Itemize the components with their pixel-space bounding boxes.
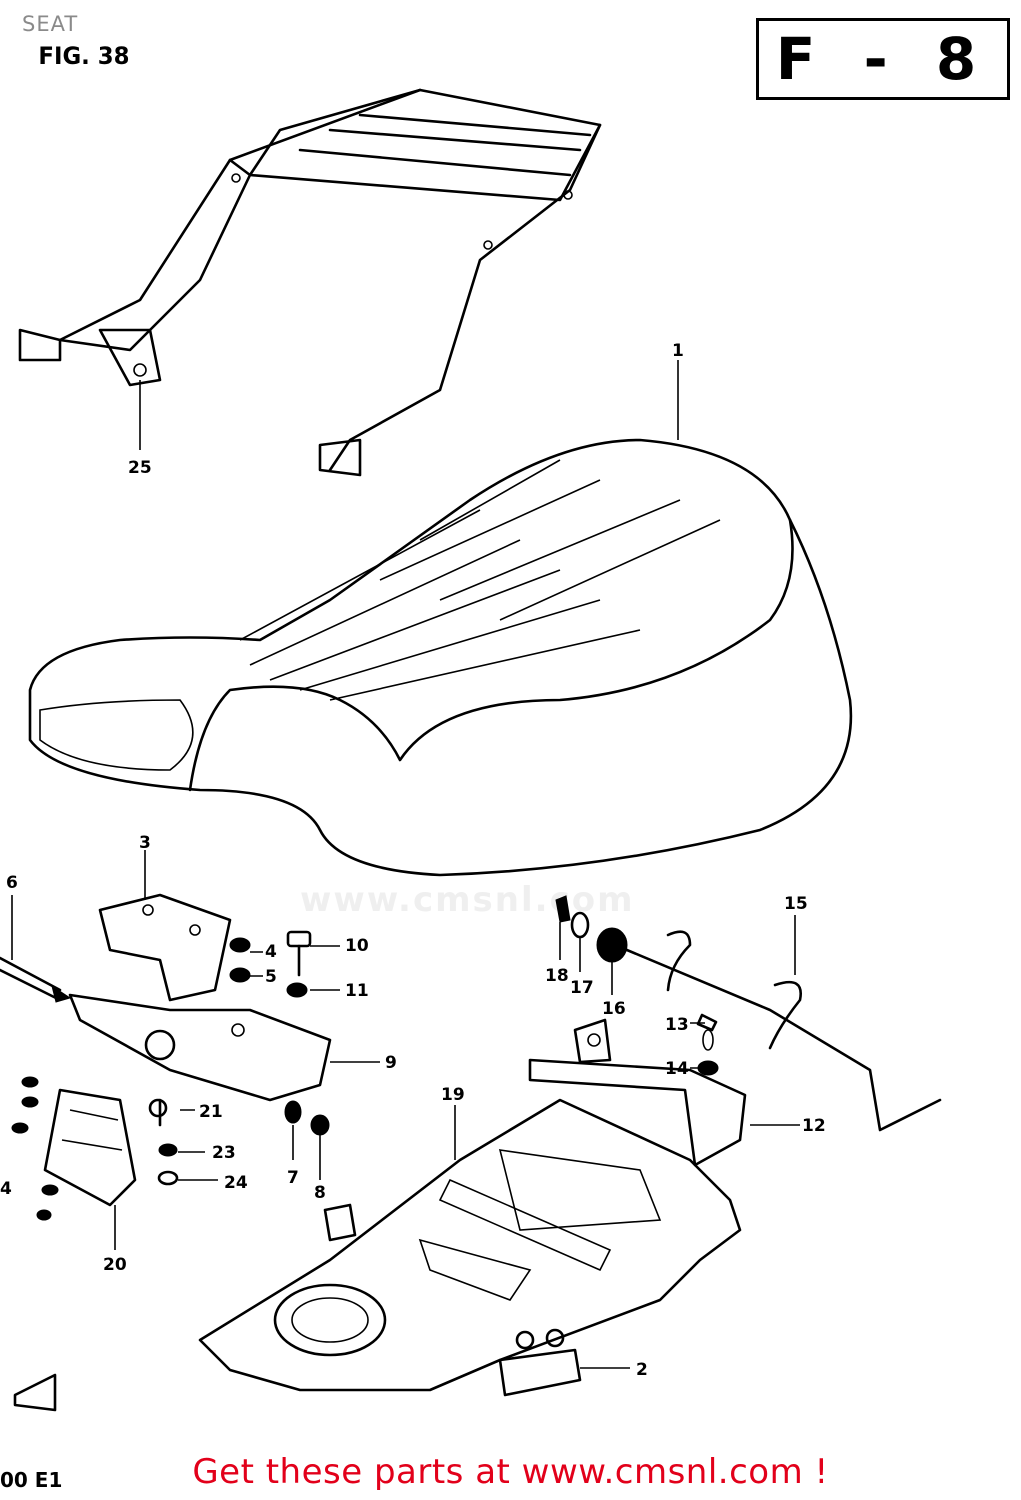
callout-23: 23: [212, 1143, 236, 1163]
seat-assembly[interactable]: [28, 438, 853, 877]
lock-lever[interactable]: [555, 895, 942, 1132]
leader-lines: [11, 360, 800, 1369]
callout-14: 14: [665, 1059, 689, 1079]
callout-15: 15: [784, 894, 808, 914]
callout-3: 3: [139, 833, 151, 853]
callout-17: 17: [570, 978, 594, 998]
front-arrow-icon: [13, 1373, 57, 1412]
hinge-plate[interactable]: [68, 993, 332, 1102]
callout-8: 8: [314, 1183, 326, 1203]
callout-9: 9: [385, 1053, 397, 1073]
section-code-box: F - 8: [756, 18, 1010, 100]
callout-12: 12: [802, 1116, 826, 1136]
callout-19: 19: [441, 1085, 465, 1105]
callout-13: 13: [665, 1015, 689, 1035]
front-bracket[interactable]: [98, 893, 232, 1002]
page-title: SEAT: [22, 12, 79, 36]
figure-number: FIG. 38: [38, 42, 130, 70]
callout-21: 21: [199, 1102, 223, 1122]
luggage-rack[interactable]: [18, 88, 602, 477]
callout-20: 20: [103, 1255, 127, 1275]
seat-base-pan[interactable]: [198, 1098, 742, 1392]
callout-2: 2: [636, 1360, 648, 1380]
callout-6: 6: [6, 873, 18, 893]
callout-11: 11: [345, 981, 369, 1001]
callout-25: 25: [128, 458, 152, 478]
callout-4-edge: 4: [0, 1179, 12, 1199]
footer-link[interactable]: Get these parts at www.cmsnl.com !: [192, 1452, 829, 1492]
callout-5: 5: [265, 967, 277, 987]
lock-plate[interactable]: [528, 1018, 747, 1167]
callout-numbers: 1 2 3 4 5 6 7 8 9 10 11 12 13 14 15 16 1…: [0, 341, 826, 1380]
callout-24: 24: [224, 1173, 248, 1193]
callout-16: 16: [602, 999, 626, 1019]
lock-bracket[interactable]: [11, 1076, 179, 1221]
rubber-cushion[interactable]: [498, 1328, 582, 1397]
hinge-rod[interactable]: [0, 956, 72, 1003]
callout-7: 7: [287, 1168, 299, 1188]
model-code: 00 E1: [0, 1468, 63, 1492]
callout-4: 4: [265, 942, 277, 962]
callout-1: 1: [672, 341, 684, 361]
fasteners-front[interactable]: [229, 930, 330, 1136]
callout-10: 10: [345, 936, 369, 956]
callout-18: 18: [545, 966, 569, 986]
